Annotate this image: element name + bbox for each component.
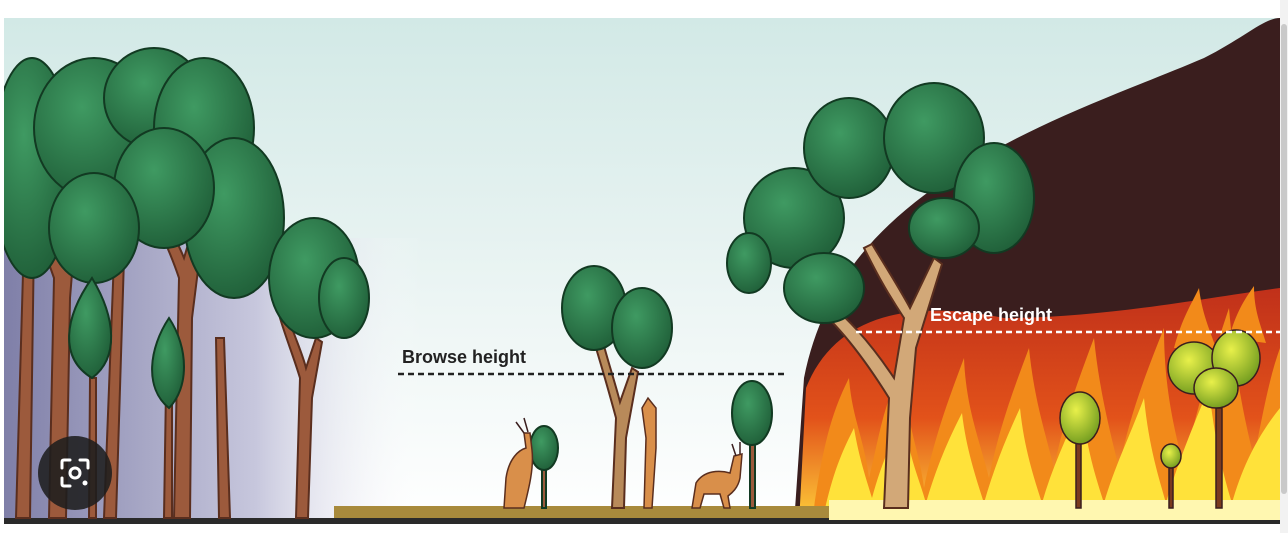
lens-scan-icon: [58, 456, 92, 490]
illustration: Browse height Escape height: [4, 18, 1280, 524]
scrollbar[interactable]: [1280, 0, 1288, 533]
scrollbar-thumb[interactable]: [1281, 24, 1287, 494]
escape-height-label: Escape height: [930, 305, 1052, 325]
lens-search-button[interactable]: [38, 436, 112, 510]
fire-savanna-illustration: Browse height Escape height: [4, 18, 1280, 524]
browse-height-label: Browse height: [402, 347, 526, 367]
